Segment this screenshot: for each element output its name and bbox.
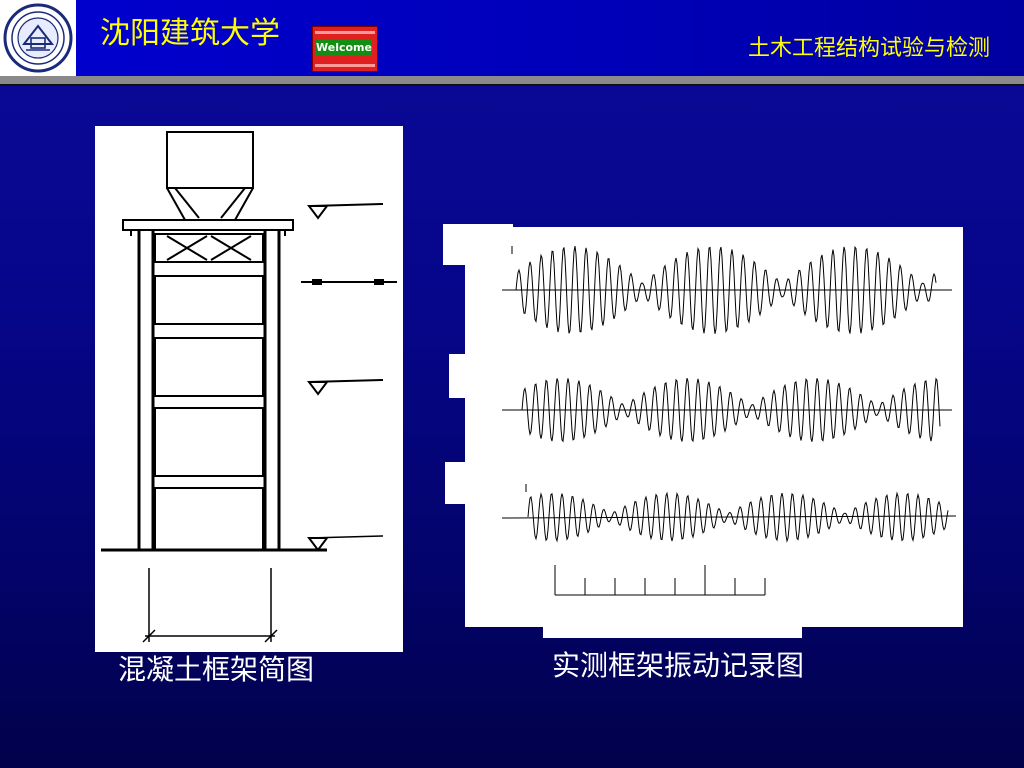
vibration-record-caption: 实测框架振动记录图 — [552, 649, 805, 682]
welcome-label: Welcome — [316, 40, 372, 56]
header-divider — [0, 76, 1024, 84]
header-bar: 沈阳建筑大学 Welcome 土木工程结构试验与检测 — [0, 0, 1024, 76]
frame-sketch-drawing — [101, 131, 397, 643]
vibration-panel-tab-bottom — [543, 620, 802, 638]
frame-sketch-caption: 混凝土框架简图 — [118, 653, 315, 686]
trace-3-baseline — [501, 515, 957, 519]
vibration-trace-3 — [527, 491, 949, 543]
badge-stripe-bottom — [315, 64, 375, 67]
university-logo — [0, 0, 76, 76]
school-name: 沈阳建筑大学 — [100, 16, 280, 51]
vibration-panel-tab-low — [445, 462, 469, 504]
vibration-trace-1 — [515, 245, 937, 334]
university-seal-icon — [3, 3, 73, 73]
vibration-panel-tab-top — [443, 224, 513, 265]
vibration-trace-2 — [521, 377, 941, 443]
frame-sketch-panel — [95, 126, 403, 652]
vibration-panel-tab-mid — [449, 354, 469, 398]
time-scale-bar — [554, 565, 766, 596]
welcome-badge: Welcome — [312, 26, 378, 72]
course-title: 土木工程结构试验与检测 — [747, 36, 990, 61]
vibration-record-panel — [465, 227, 963, 627]
badge-stripe-top — [315, 31, 375, 34]
header-divider-shadow — [0, 84, 1024, 86]
